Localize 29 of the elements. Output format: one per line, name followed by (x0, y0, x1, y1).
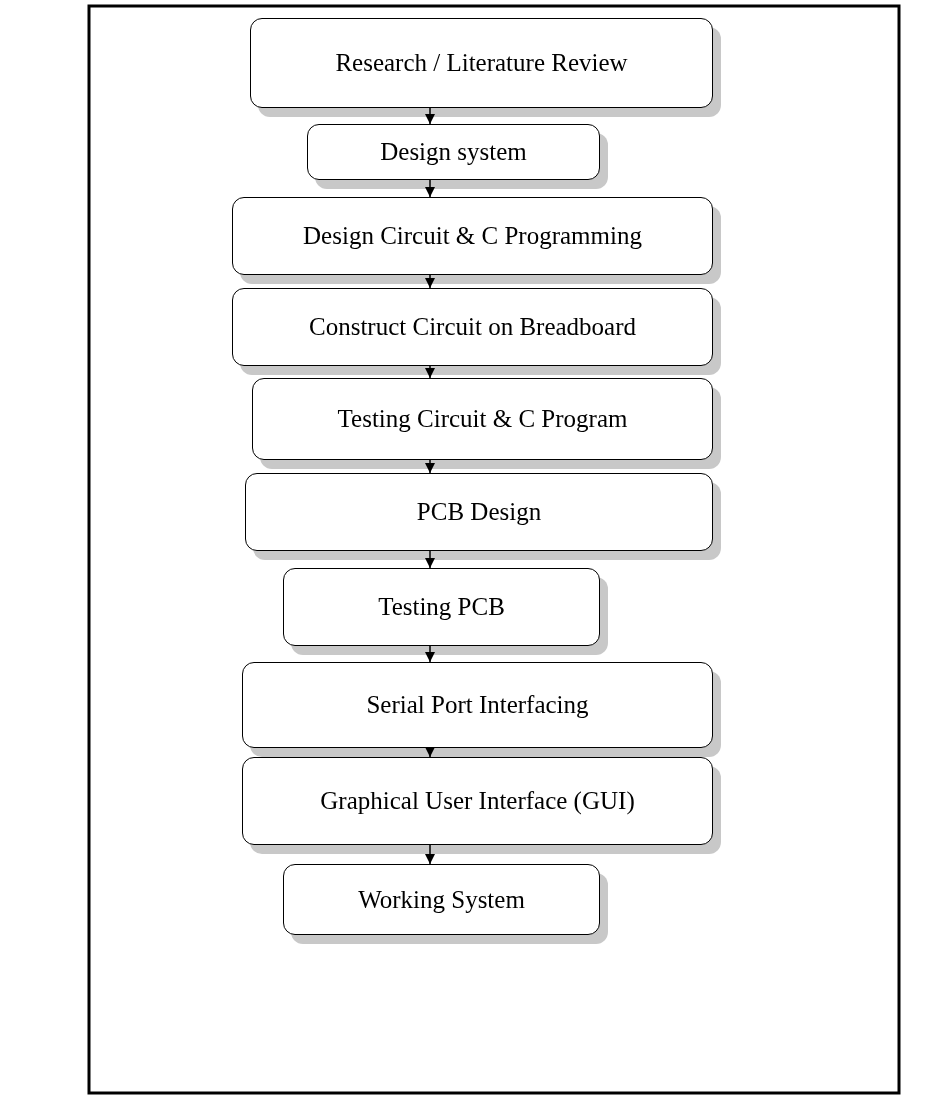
step-label: Graphical User Interface (GUI) (320, 787, 635, 815)
step-label: Design system (380, 138, 527, 166)
arrow (424, 365, 436, 379)
arrow (424, 274, 436, 289)
step-label: Research / Literature Review (335, 49, 628, 77)
process-box (307, 124, 600, 180)
arrow (424, 179, 436, 198)
step-label: Design Circuit & C Programming (303, 222, 642, 250)
step-label: Construct Circuit on Breadboard (309, 313, 636, 341)
process-box (242, 757, 713, 845)
step-label: Testing PCB (378, 593, 505, 621)
step-label: Serial Port Interfacing (366, 691, 589, 719)
process-box (250, 18, 713, 108)
step-label: Testing Circuit & C Program (337, 405, 628, 433)
process-box (232, 288, 713, 366)
arrow (424, 746, 436, 758)
process-box (252, 378, 713, 460)
process-box (283, 568, 600, 646)
arrow (424, 550, 436, 569)
process-box (242, 662, 713, 748)
step-label: PCB Design (416, 498, 542, 526)
process-box (232, 197, 713, 275)
arrow (424, 645, 436, 663)
process-box (283, 864, 600, 935)
process-box (245, 473, 713, 551)
arrow (424, 459, 436, 474)
arrow (424, 107, 436, 125)
step-label: Working System (358, 885, 525, 914)
arrow (424, 844, 436, 865)
